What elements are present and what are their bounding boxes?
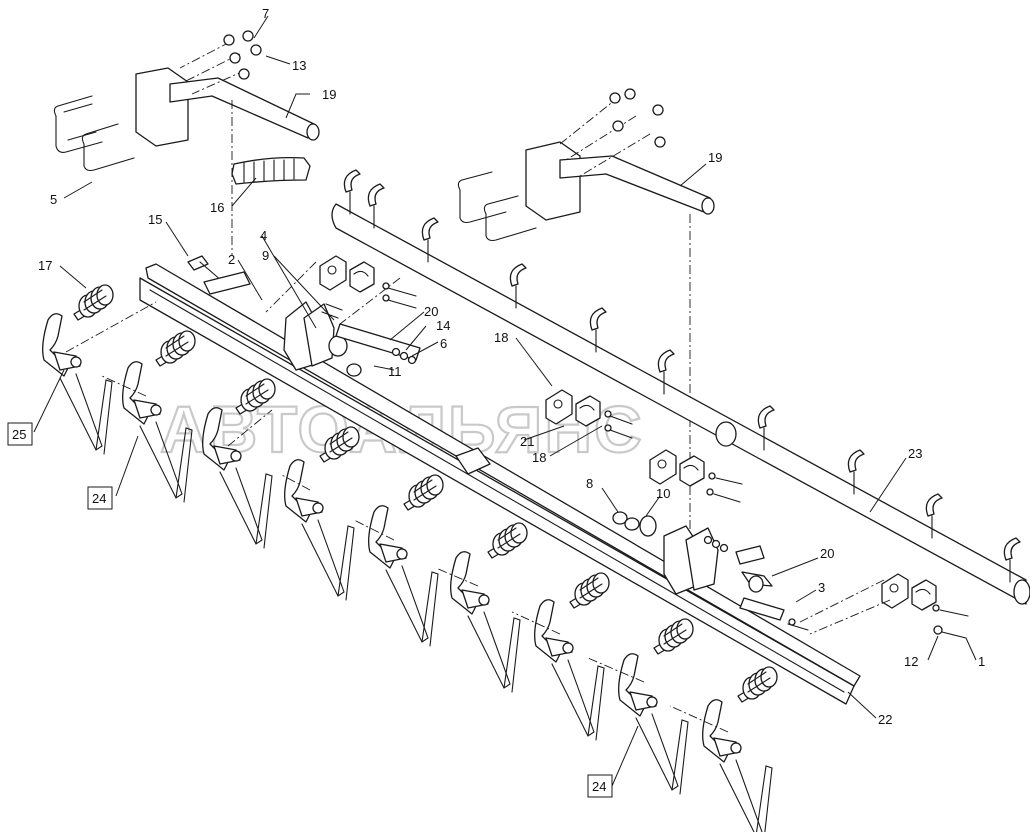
boxed-callout-24a: 24 <box>87 486 113 510</box>
tine-9 <box>702 699 773 832</box>
callout-17: 17 <box>38 258 52 273</box>
tine-6 <box>450 551 521 693</box>
nut-upper-right-2 <box>624 88 636 100</box>
tine-5 <box>368 505 439 647</box>
svg-text:24: 24 <box>92 491 106 506</box>
callout-21: 21 <box>520 434 534 449</box>
callout-6: 6 <box>440 336 447 351</box>
callout-12: 12 <box>904 654 918 669</box>
callout-19b: 19 <box>708 150 722 165</box>
spring-17-5 <box>403 474 444 511</box>
callout-2: 2 <box>228 252 235 267</box>
nut-13c <box>238 68 250 80</box>
boxed-callout-24b: 24 <box>587 774 613 798</box>
nut-upper-right-5 <box>654 136 666 148</box>
frame-bracket-lower <box>457 95 715 594</box>
svg-text:25: 25 <box>12 427 26 442</box>
leader-lines <box>33 15 977 787</box>
callout-11: 11 <box>388 364 402 379</box>
clamp-assembly-right <box>799 573 969 639</box>
callout-7: 7 <box>262 6 269 21</box>
spring-17-6 <box>487 522 528 559</box>
clamp-assembly-middle <box>545 389 743 503</box>
nut-upper-right-3 <box>612 120 624 132</box>
callout-18b: 18 <box>532 450 546 465</box>
pivot-assembly-right <box>612 511 809 631</box>
tine-8 <box>618 653 689 795</box>
tine-1 <box>42 313 113 455</box>
nut-upper-right-1 <box>609 92 621 104</box>
spring-16 <box>231 156 311 185</box>
callout-18a: 18 <box>494 330 508 345</box>
callout-20a: 20 <box>424 304 438 319</box>
callout-5: 5 <box>50 192 57 207</box>
nut-13b <box>250 44 262 56</box>
boxed-callout-25: 25 <box>7 422 33 446</box>
callout-23: 23 <box>908 446 922 461</box>
frame-bracket-upper <box>53 41 320 256</box>
callout-15: 15 <box>148 212 162 227</box>
tine-7 <box>534 599 605 741</box>
callout-13: 13 <box>292 58 306 73</box>
callout-3: 3 <box>818 580 825 595</box>
nut-13a <box>229 52 241 64</box>
callout-10: 10 <box>656 486 670 501</box>
spring-17-8 <box>653 618 694 655</box>
alignment-lines <box>65 301 729 733</box>
callout-8: 8 <box>586 476 593 491</box>
callout-9: 9 <box>262 248 269 263</box>
nut-7b <box>242 30 254 42</box>
tine-4 <box>284 459 355 601</box>
nut-7a <box>223 34 235 46</box>
pivot-assembly-left <box>187 255 421 377</box>
spring-17-2 <box>155 330 196 367</box>
callout-20b: 20 <box>820 546 834 561</box>
spring-17-1 <box>73 284 114 321</box>
callout-16: 16 <box>210 200 224 215</box>
svg-text:24: 24 <box>592 779 606 794</box>
callout-14: 14 <box>436 318 450 333</box>
callout-4: 4 <box>260 228 267 243</box>
nut-upper-right-4 <box>652 104 664 116</box>
alignment-lines-pivot <box>265 261 401 325</box>
rear-tube-23 <box>331 169 1030 605</box>
spring-17-9 <box>737 666 778 703</box>
callout-1: 1 <box>978 654 985 669</box>
callout-22: 22 <box>878 712 892 727</box>
spring-17-7 <box>569 572 610 609</box>
callout-19a: 19 <box>322 87 336 102</box>
